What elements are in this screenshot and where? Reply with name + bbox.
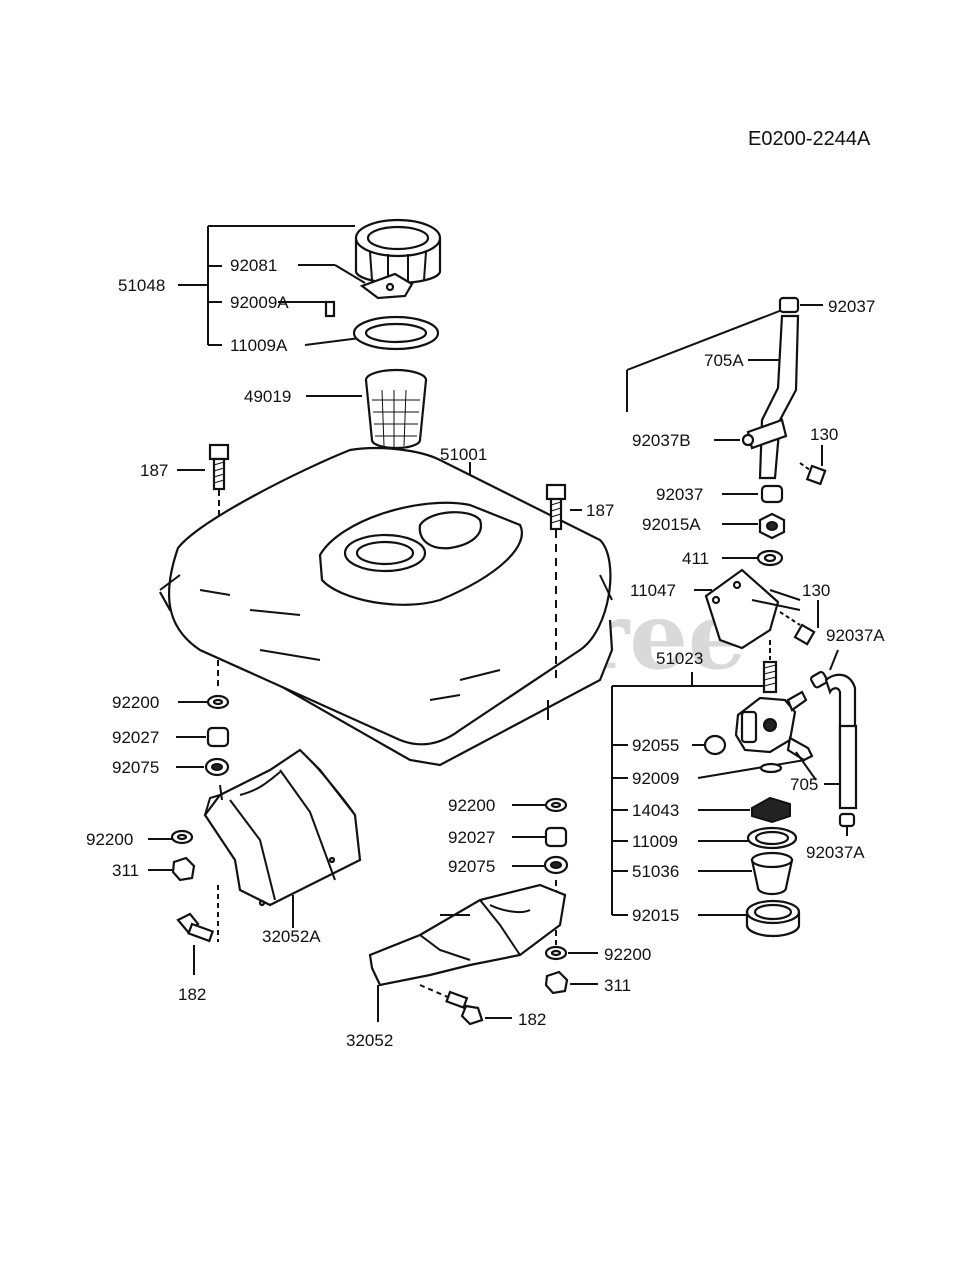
cap-gasket bbox=[352, 315, 440, 351]
left-nut-311: 311 bbox=[112, 856, 196, 882]
label-92009A: 92009A bbox=[230, 293, 289, 312]
label-92037-top: 92037 bbox=[828, 297, 875, 316]
right-bolt-182: 182 bbox=[419, 984, 546, 1029]
fuel-hose-705: 705 bbox=[790, 673, 858, 810]
right-rubber-92075: 92075 bbox=[448, 855, 569, 876]
label-92037-mid: 92037 bbox=[656, 485, 703, 504]
left-bolt-182: 182 bbox=[176, 885, 219, 1004]
label-182-b: 182 bbox=[518, 1010, 546, 1029]
label-32052: 32052 bbox=[346, 1031, 393, 1050]
hose-clamp-mid: 92037 bbox=[656, 484, 784, 504]
label-92015: 92015 bbox=[632, 906, 679, 925]
hose-clamp-92037B: 92037B bbox=[632, 418, 788, 450]
label-92200-b: 92200 bbox=[86, 830, 133, 849]
label-92200-c: 92200 bbox=[448, 796, 495, 815]
label-92081: 92081 bbox=[230, 256, 277, 275]
label-130-a: 130 bbox=[810, 425, 838, 444]
cap-chain-plate bbox=[298, 264, 414, 300]
tank-bracket-left: 32052A bbox=[203, 748, 362, 946]
hose-clamp-top: 92037 bbox=[778, 296, 875, 316]
fuel-strainer: 49019 bbox=[244, 368, 428, 450]
label-92037B: 92037B bbox=[632, 431, 691, 450]
label-32052A: 32052A bbox=[262, 927, 321, 946]
label-92200-a: 92200 bbox=[112, 693, 159, 712]
label-92055: 92055 bbox=[632, 736, 679, 755]
label-92015A: 92015A bbox=[642, 515, 701, 534]
label-311-b: 311 bbox=[604, 976, 631, 995]
label-49019: 49019 bbox=[244, 387, 291, 406]
fuel-tank: 51001 bbox=[159, 445, 614, 767]
label-187-left: 187 bbox=[140, 461, 168, 480]
tank-bracket-right: 32052 bbox=[346, 883, 567, 1050]
left-spacer-92027: 92027 bbox=[112, 726, 230, 748]
label-92200-d: 92200 bbox=[604, 945, 651, 964]
right-spacer-92027: 92027 bbox=[448, 826, 568, 848]
diagram-reference: E0200-2244A bbox=[748, 128, 871, 150]
label-92009: 92009 bbox=[632, 769, 679, 788]
cap-screw bbox=[324, 300, 336, 318]
tank-bolt-left: 187 bbox=[140, 443, 230, 518]
label-92037A-a: 92037A bbox=[826, 626, 885, 645]
right-washer-92200: 92200 bbox=[448, 796, 568, 815]
left-rubber-92075: 92075 bbox=[112, 757, 230, 777]
label-14043: 14043 bbox=[632, 801, 679, 820]
tank-bolt-right: 187 bbox=[545, 483, 614, 680]
label-705: 705 bbox=[790, 775, 818, 794]
washer-411: 411 bbox=[682, 549, 784, 568]
label-92037A-b: 92037A bbox=[806, 843, 865, 862]
label-411: 411 bbox=[682, 549, 709, 568]
label-11009: 11009 bbox=[632, 832, 678, 851]
bolt-130-b: 130 bbox=[779, 581, 830, 646]
fuel-hose-705A: 705A bbox=[704, 314, 800, 480]
label-51036: 51036 bbox=[632, 862, 679, 881]
label-51023: 51023 bbox=[656, 649, 703, 668]
hose-clamp-92037A-a: 92037A bbox=[809, 626, 885, 689]
fuel-valve-assembly: 51023 bbox=[611, 640, 817, 916]
filler-cap bbox=[354, 218, 442, 285]
left-washer-92200-b: 92200 bbox=[86, 829, 194, 849]
label-705A: 705A bbox=[704, 351, 744, 370]
nut-92015A: 92015A bbox=[642, 512, 786, 540]
ring-nut-92015: 92015 bbox=[632, 899, 801, 938]
label-187-right: 187 bbox=[586, 501, 614, 520]
label-92027-b: 92027 bbox=[448, 828, 495, 847]
right-washer-92200-b: 92200 bbox=[544, 945, 651, 964]
left-washer-92200: 92200 bbox=[112, 693, 230, 712]
filler-cap-assembly: 51048 92081 92009A 11009A bbox=[118, 218, 442, 355]
label-11009A: 11009A bbox=[230, 336, 288, 355]
label-11047: 11047 bbox=[630, 581, 676, 600]
oring-92055: 92055 bbox=[632, 734, 727, 756]
sediment-cup-51036: 51036 bbox=[632, 851, 794, 896]
label-92027-a: 92027 bbox=[112, 728, 159, 747]
label-92075-b: 92075 bbox=[448, 857, 495, 876]
label-92075-a: 92075 bbox=[112, 758, 159, 777]
label-51048: 51048 bbox=[118, 276, 165, 295]
label-51001: 51001 bbox=[440, 445, 487, 464]
right-nut-311: 311 bbox=[544, 970, 631, 995]
label-311-a: 311 bbox=[112, 861, 139, 880]
gasket-11009: 11009 bbox=[632, 826, 798, 851]
valve-bracket-11047: 11047 bbox=[630, 568, 801, 650]
hose-clamp-92037A-b: 92037A bbox=[806, 812, 865, 862]
filter-14043: 14043 bbox=[632, 796, 791, 824]
label-182-a: 182 bbox=[178, 985, 206, 1004]
bolt-130-a: 130 bbox=[799, 425, 838, 486]
label-130-b: 130 bbox=[802, 581, 830, 600]
